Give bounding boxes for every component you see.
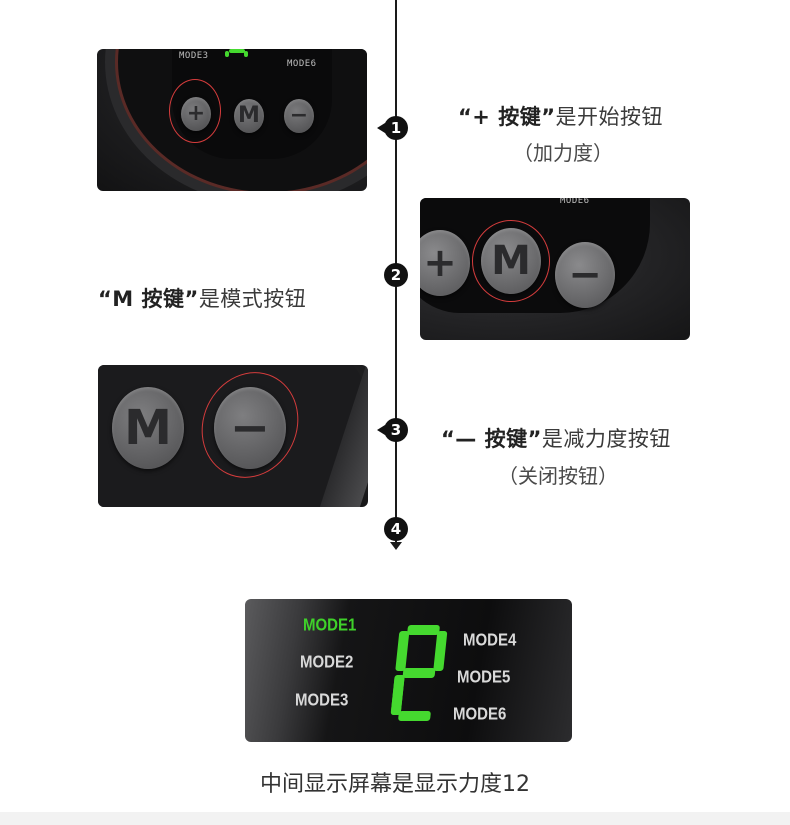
mode1-label: MODE1: [303, 615, 357, 636]
mode2-label: MODE2: [300, 652, 354, 673]
step-1-caption: “+ 按键”是开始按钮: [458, 101, 663, 131]
step-3-caption: “— 按键”是减力度按钮: [441, 423, 671, 453]
highlight-circle: [472, 220, 550, 302]
minus-button: −: [214, 387, 286, 469]
timeline-arrow-icon: [390, 542, 402, 550]
mode-button: M: [234, 99, 264, 133]
minus-button: −: [284, 99, 314, 133]
display-digit-fragment: [225, 49, 249, 63]
plus-key-description: 是开始按钮: [555, 105, 664, 129]
mode-label: MODE6: [287, 59, 317, 69]
minus-key-description: 是减力度按钮: [541, 427, 671, 451]
m-button-photo: MODE6 + M −: [420, 198, 690, 340]
plus-button: +: [420, 230, 470, 296]
m-key-description: 是模式按钮: [198, 287, 307, 311]
mode-button: M: [112, 387, 184, 469]
bottom-band: [0, 812, 790, 825]
plus-key-label: “+ 按键”: [458, 105, 556, 129]
minus-key-label: “— 按键”: [441, 427, 542, 451]
mode6-label: MODE6: [453, 704, 507, 725]
step-1-marker: 1: [377, 116, 408, 140]
step-3-marker: 3: [377, 418, 408, 442]
highlight-circle: [169, 79, 221, 143]
mode-label: MODE6: [560, 198, 590, 206]
display-digit-2: [390, 625, 448, 721]
step-2-caption: “M 按键”是模式按钮: [98, 283, 306, 313]
mode5-label: MODE5: [457, 667, 511, 688]
step-1-subcaption: （加力度）: [513, 141, 613, 165]
minus-button: −: [555, 242, 615, 308]
mode-label: MODE3: [179, 51, 209, 61]
step-4-marker: 4: [384, 517, 408, 541]
mode4-label: MODE4: [463, 630, 517, 651]
m-key-label: “M 按键”: [98, 287, 199, 311]
plus-button-photo: MODE3 MODE6 + M −: [97, 49, 367, 191]
mode3-label: MODE3: [295, 690, 349, 711]
minus-button-photo: M −: [98, 365, 368, 507]
step-3-subcaption: （关闭按钮）: [498, 464, 618, 488]
step-2-marker: 2: [384, 263, 408, 287]
display-caption: 中间显示屏幕是显示力度12: [260, 772, 530, 797]
display-screen-photo: MODE1 MODE2 MODE3 MODE4 MODE5 MODE6 12: [245, 599, 572, 742]
